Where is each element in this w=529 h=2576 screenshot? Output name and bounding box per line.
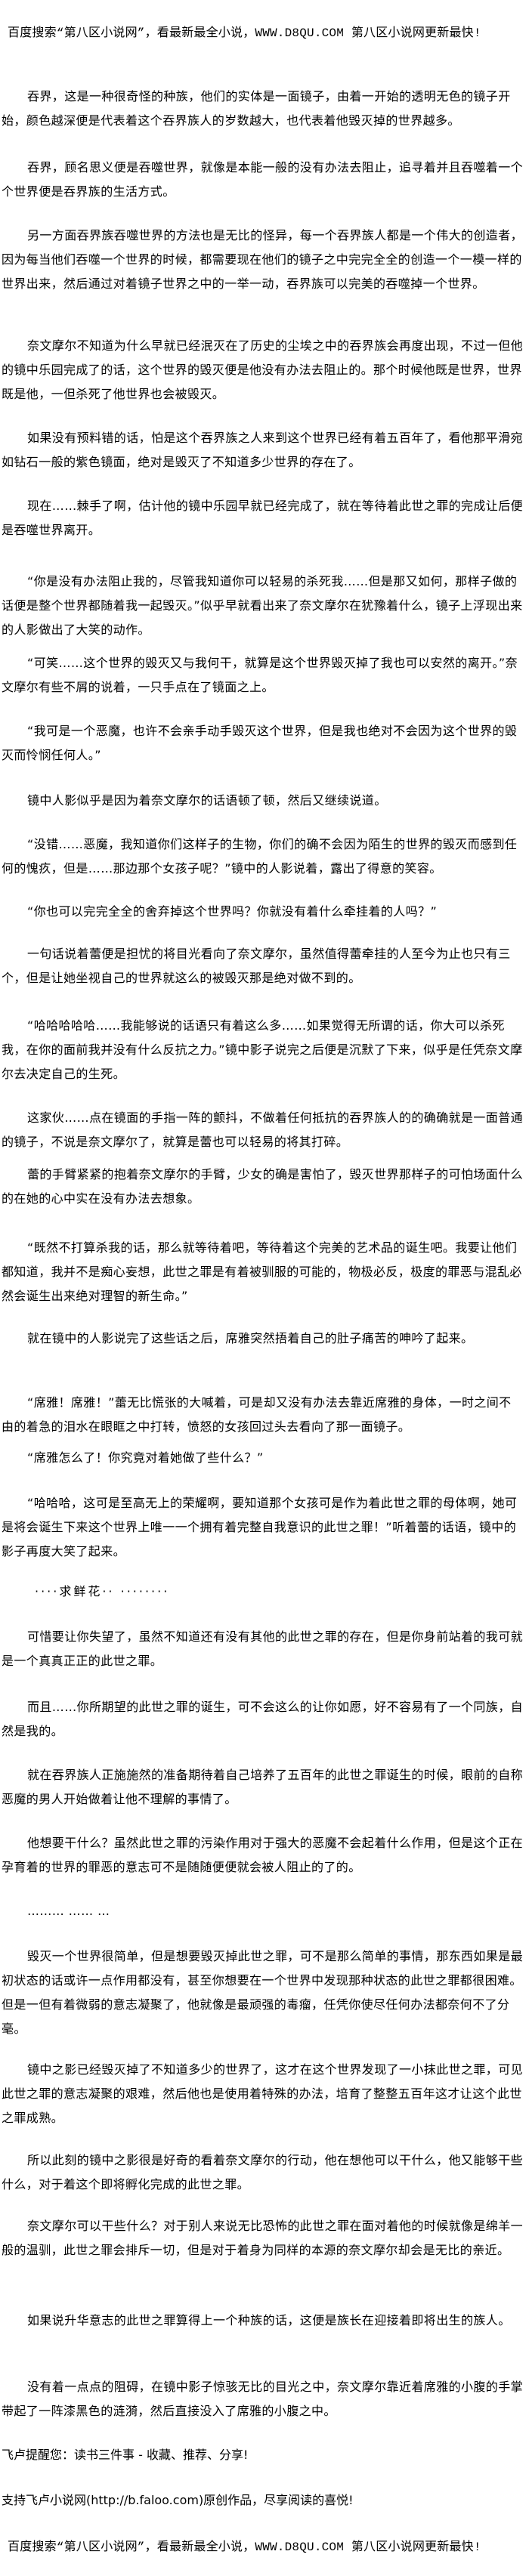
paragraph: “你也可以完完全全的舍弃掉这个世界吗？你就没有着什么牵挂着的人吗？” xyxy=(27,904,438,919)
header-banner: 百度搜索“第八区小说网”，看最新最全小说，WWW.D8QU.COM 第八区小说网… xyxy=(8,26,481,40)
flower-request-separator: ····求鲜花·· ········ xyxy=(35,1584,170,1598)
paragraph: 如果说升华意志的此世之罪算得上一个种族的话，这便是族长在迎接着即将出生的族人。 xyxy=(27,2313,511,2327)
paragraph: “我可是一个恶魔，也许不会亲手动手毁灭这个世界，但是我也绝对不会因为这个世界的毁… xyxy=(2,724,518,762)
paragraph: “可笑……这个世界的毁灭又与我何干，就算是这个世界毁灭掉了我也可以安然的离开。”… xyxy=(2,656,518,694)
paragraph: 所以此刻的镜中之影很是好奇的看着奈文摩尔的行动，他在想他可以干什么，他又能够干些… xyxy=(2,2153,524,2191)
paragraph: “既然不打算杀我的话，那么就等待着吧，等待着这个完美的艺术品的诞生吧。我要让他们… xyxy=(2,1240,522,1303)
paragraph: 而且……你所期望的此世之罪的诞生，可不会这么的让你如愿，好不容易有了一个同族，自… xyxy=(2,1700,524,1738)
paragraph: “哈哈哈，这可是至高无上的荣耀啊，要知道那个女孩可是作为着此世之罪的母体啊，她可… xyxy=(2,1496,518,1558)
paragraph: 现在……棘手了啊，估计他的镜中乐园早就已经完成了，就在等待着此世之罪的完成让后便… xyxy=(2,499,524,537)
paragraph: 他想要干什么？虽然此世之罪的污染作用对于强大的恶魔不会起着什么作用，但是这个正在… xyxy=(2,1836,524,1874)
paragraph: 蕾的手臂紧紧的抱着奈文摩尔的手臂，少女的确是害怕了，毁灭世界那样子的可怕场面什么… xyxy=(2,1167,524,1206)
paragraph: 就在吞界族人正施施然的准备期待着自己培养了五百年的此世之罪诞生的时候，眼前的自称… xyxy=(2,1768,524,1806)
paragraph: 吞界，顾名思义便是吞噬世界，就像是本能一般的没有办法去阻止，追寻着并且吞噬着一个… xyxy=(2,160,524,199)
paragraph: 就在镜中的人影说完了这些话之后，席雅突然捂着自己的肚子痛苦的呻吟了起来。 xyxy=(27,1331,474,1345)
paragraph: “你是没有办法阻止我的，尽管我知道你可以轻易的杀死我……但是那又如何，那样子做的… xyxy=(2,574,523,637)
paragraph: 一句话说着蕾便是担忧的将目光看向了奈文摩尔，虽然值得蕾牵挂的人至今为止也只有三个… xyxy=(2,947,511,985)
footer-reminder: 飞卢提醒您：读书三件事 - 收藏、推荐、分享! xyxy=(2,2448,249,2462)
ellipsis-separator: ……… …… … xyxy=(27,1904,110,1918)
paragraph: 毁灭一个世界很简单，但是想要毁灭掉此世之罪，可不是那么简单的事情，那东西如果是最… xyxy=(2,1949,524,2036)
footer-support-link[interactable]: 支持飞卢小说网(http://b.faloo.com)原创作品，尽享阅读的喜悦! xyxy=(2,2493,354,2507)
paragraph: 镜中人影似乎是因为着奈文摩尔的话语顿了顿，然后又继续说道。 xyxy=(27,793,387,808)
paragraph: “席雅！席雅！”蕾无比慌张的大喊着，可是却又没有办法去靠近席雅的身体，一时之间不… xyxy=(2,1395,512,1434)
paragraph: 镜中之影已经毁灭掉了不知道多少的世界了，这才在这个世界发现了一小抹此世之罪，可见… xyxy=(2,2062,524,2125)
paragraph: 可惜要让你失望了，虽然不知道还有没有其他的此世之罪的存在，但是你身前站着的我可就… xyxy=(2,1629,524,1668)
paragraph: 另一方面吞界族吞噬世界的方法也是无比的怪异，每一个吞界族人都是一个伟大的创造者，… xyxy=(2,228,524,291)
paragraph: 没有着一点点的阻碍，在镜中影子惊骇无比的目光之中，奈文摩尔靠近着席雅的小腹的手掌… xyxy=(2,2380,524,2418)
paragraph: 吞界，这是一种很奇怪的种族，他们的实体是一面镜子，由着一开始的透明无色的镜子开始… xyxy=(2,89,511,128)
paragraph: “没错……恶魔，我知道你们这样子的生物，你们的确不会因为陌生的世界的毁灭而感到任… xyxy=(2,837,518,876)
paragraph: 奈文摩尔可以干些什么？对于别人来说无比恐怖的此世之罪在面对着他的时候就像是绵羊一… xyxy=(2,2219,524,2257)
paragraph: 如果没有预料错的话，怕是这个吞界族之人来到这个世界已经有着五百年了，看他那平滑宛… xyxy=(2,431,524,469)
paragraph: “席雅怎么了！你究竟对着她做了些什么？” xyxy=(27,1450,264,1465)
paragraph: “哈哈哈哈哈……我能够说的话语只有着这么多……如果觉得无所谓的话，你大可以杀死我… xyxy=(2,1018,523,1081)
footer-banner: 百度搜索“第八区小说网”，看最新最全小说，WWW.D8QU.COM 第八区小说网… xyxy=(8,2540,481,2554)
paragraph: 奈文摩尔不知道为什么早就已经泯灭在了历史的尘埃之中的吞界族会再度出现，不过一但他… xyxy=(2,338,524,401)
paragraph: 这家伙……点在镜面的手指一阵的颤抖，不做着任何抵抗的吞界族人的的确确就是一面普通… xyxy=(2,1110,524,1149)
